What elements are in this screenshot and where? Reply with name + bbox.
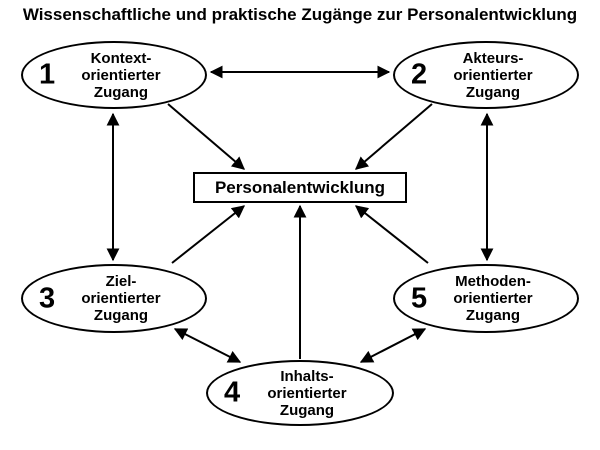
node-label: Ziel- orientierter Zugang xyxy=(81,273,161,324)
edge-node3-node4 xyxy=(173,328,242,363)
node-methoden-orientierter-zugang: 5 Methoden- orientierter Zugang xyxy=(393,264,579,333)
node-kontext-orientierter-zugang: 1 Kontext- orientierter Zugang xyxy=(21,41,207,109)
node-akteurs-orientierter-zugang: 2 Akteurs- orientierter Zugang xyxy=(393,41,579,109)
node-number: 4 xyxy=(224,376,241,409)
node-label: Inhalts- orientierter Zugang xyxy=(267,367,347,419)
node-ziel-orientierter-zugang: 3 Ziel- orientierter Zugang xyxy=(21,264,207,333)
node-number: 3 xyxy=(39,282,56,314)
arrow-node2-to-center xyxy=(355,103,433,170)
node-number: 5 xyxy=(411,282,428,314)
diagram-title: Wissenschaftliche und praktische Zugänge… xyxy=(22,5,578,24)
node-number: 1 xyxy=(39,58,56,91)
node-inhalts-orientierter-zugang: 4 Inhalts- orientierter Zugang xyxy=(206,360,394,426)
edge-node4-node5 xyxy=(359,328,427,363)
node-number: 2 xyxy=(411,58,428,91)
arrow-node5-to-center xyxy=(354,205,429,264)
node-label: Akteurs- orientierter Zugang xyxy=(453,49,533,101)
arrow-node1-to-center xyxy=(167,103,245,170)
center-box-personalentwicklung: Personalentwicklung xyxy=(193,172,407,203)
node-label: Methoden- orientierter Zugang xyxy=(453,273,533,324)
arrow-node3-to-center xyxy=(171,205,246,264)
node-label: Kontext- orientierter Zugang xyxy=(81,49,161,101)
